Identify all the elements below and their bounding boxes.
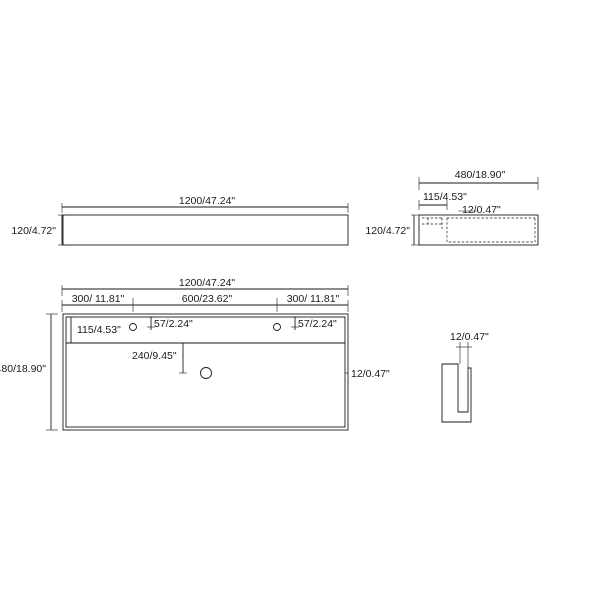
side-depth-label: 480/18.90" [455,169,506,181]
section-view: 12/0.47" [441,331,489,423]
top-right-offset-label: 300/ 11.81" [287,293,340,305]
front-view-body [62,214,349,246]
top-rim-label: 12/0.47" [351,368,390,380]
drain-offset-label: 240/9.45" [132,350,177,362]
side-inner-offset-label: 115/4.53" [423,191,467,203]
side-view-hidden-basin [422,217,536,243]
section-profile [441,363,472,423]
front-height-label: 120/4.72" [11,225,56,237]
side-view: 480/18.90" 115/4.53" 12/0.47" 120/4.72" [365,169,539,246]
left-faucet-hole [129,323,137,331]
front-length-label: 1200/47.24" [179,195,236,207]
right-hole-offset-label: 57/2.24" [298,318,337,330]
side-height-label: 120/4.72" [365,225,410,237]
top-depth-label: 480/18.90" [0,363,46,375]
drain-hole [200,367,212,379]
side-wall-label: 12/0.47" [462,204,501,216]
top-view-inner-basin [65,316,346,428]
front-view: 1200/47.24" 120/4.72" [11,195,349,246]
side-view-body [418,214,539,246]
top-center-span-label: 600/23.62" [182,293,233,305]
top-length-label: 1200/47.24" [179,277,236,289]
top-ledge-label: 115/4.53" [77,324,121,336]
top-view: 1200/47.24" 300/ 11.81" 600/23.62" 300/ … [0,277,390,431]
top-left-offset-label: 300/ 11.81" [72,293,125,305]
section-wall-label: 12/0.47" [450,331,489,343]
right-faucet-hole [273,323,281,331]
top-view-outer-rim [62,313,349,431]
left-hole-offset-label: 57/2.24" [154,318,193,330]
